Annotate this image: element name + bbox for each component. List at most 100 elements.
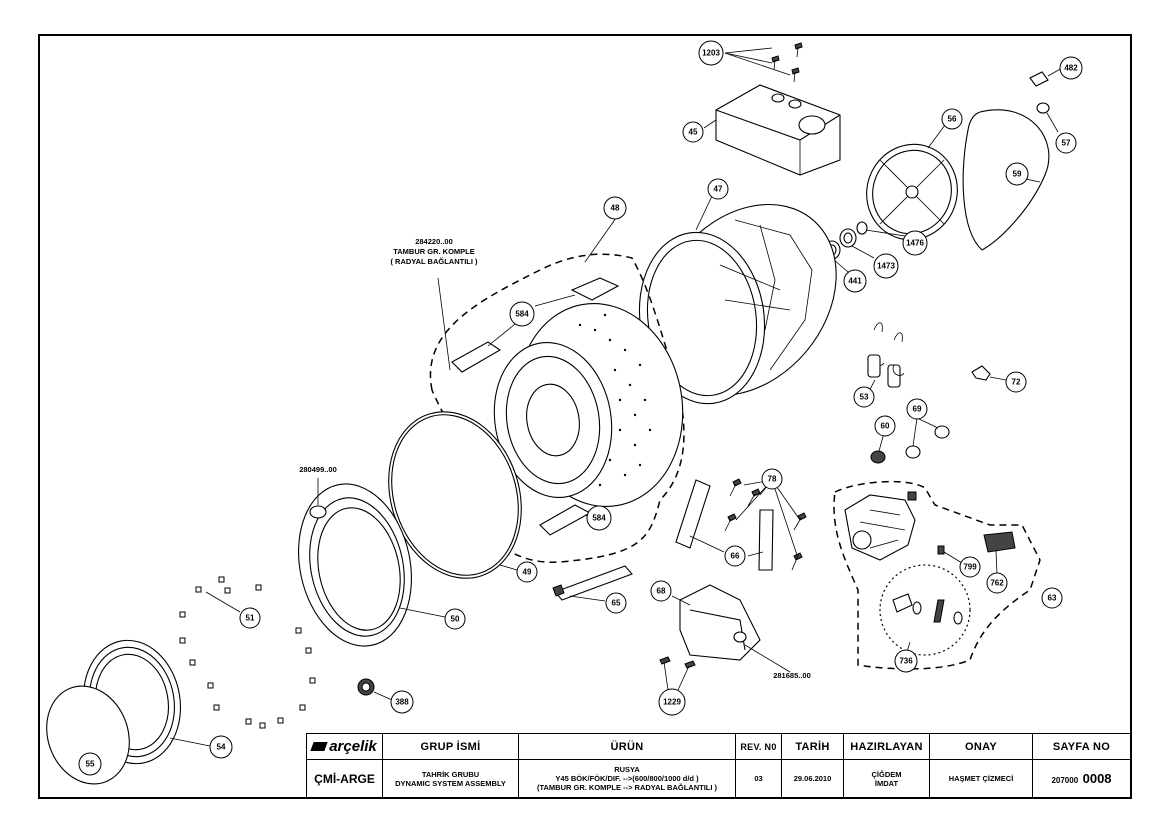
group-name-line-1: TAHRİK GRUBU	[421, 769, 480, 779]
callout-47: 47	[707, 178, 729, 200]
product-line-2: Y45 BÖK/FÖK/DIF. -->(600/800/1000 d/d )	[555, 774, 699, 783]
svg-text:63: 63	[1048, 594, 1057, 603]
svg-text:57: 57	[1062, 139, 1071, 148]
company-logo: arçelik	[306, 733, 383, 760]
callout-584-top: 584	[509, 301, 535, 327]
callout-60: 60	[874, 415, 896, 437]
drum-assembly-boundary	[429, 253, 685, 563]
prepared-by-line-2: İMDAT	[874, 778, 899, 788]
svg-text:1476: 1476	[906, 239, 924, 248]
svg-text:49: 49	[523, 568, 532, 577]
svg-text:47: 47	[714, 185, 723, 194]
part-clips	[179, 576, 316, 729]
part-connector-762	[983, 531, 1016, 576]
page-number-main: 0008	[1082, 770, 1112, 786]
part-counterweight	[703, 84, 841, 176]
rev-header: REV. N0	[735, 733, 782, 760]
callout-63: 63	[1041, 587, 1063, 609]
part-clip-72	[971, 365, 1007, 381]
product-line-3: (TAMBUR GR. KOMPLE --> RADYAL BAĞLANTILI…	[536, 783, 718, 792]
part-drum	[493, 302, 684, 508]
group-name-line-2: DYNAMIC SYSTEM ASSEMBLY	[395, 778, 506, 788]
svg-text:72: 72	[1012, 378, 1021, 387]
callout-584-bottom: 584	[586, 505, 612, 531]
part-dampers	[675, 479, 774, 571]
part-screws-1229	[659, 656, 696, 691]
callout-48: 48	[603, 196, 627, 220]
svg-text:45: 45	[689, 128, 698, 137]
part-screw-482	[1029, 67, 1063, 87]
product-line-1: RUSYA	[614, 765, 640, 774]
logo-mark-icon	[310, 741, 328, 751]
approval-header: ONAY	[929, 733, 1033, 760]
page-number-header: SAYFA NO	[1032, 733, 1131, 760]
svg-text:53: 53	[860, 393, 869, 402]
svg-text:584: 584	[515, 310, 529, 319]
date-value: 29.06.2010	[781, 759, 844, 798]
callout-54: 54	[209, 735, 233, 759]
svg-text:54: 54	[217, 743, 226, 752]
svg-text:1473: 1473	[877, 262, 895, 271]
callout-66: 66	[724, 545, 746, 567]
door-frame-code: 280499..00	[299, 465, 337, 474]
svg-text:51: 51	[246, 614, 255, 623]
part-brush-kit	[892, 593, 963, 656]
callout-799: 799	[959, 556, 981, 578]
callout-57: 57	[1055, 132, 1077, 154]
part-door-seal-ring	[388, 411, 522, 579]
part-bushes	[870, 417, 950, 464]
callout-49: 49	[516, 561, 538, 583]
callout-482: 482	[1059, 56, 1083, 80]
callout-55: 55	[78, 752, 102, 776]
callout-1203: 1203	[698, 40, 724, 66]
callout-59: 59	[1005, 162, 1029, 186]
drum-assembly-code: 284220..00	[415, 237, 453, 246]
callout-53: 53	[853, 386, 875, 408]
svg-text:65: 65	[612, 599, 621, 608]
callout-69: 69	[906, 398, 928, 420]
part-front-frame	[298, 478, 446, 647]
group-name-header: GRUP İSMİ	[382, 733, 519, 760]
callout-50: 50	[444, 608, 466, 630]
approval-value: HAŞMET ÇİZMECİ	[929, 759, 1033, 798]
part-screws	[724, 42, 803, 83]
drum-assembly-note: ( RADYAL BAĞLANTILI )	[390, 257, 478, 266]
drawing-border	[38, 34, 1132, 799]
svg-text:66: 66	[731, 552, 740, 561]
brush-kit-boundary	[879, 564, 971, 656]
svg-text:69: 69	[913, 405, 922, 414]
svg-text:584: 584	[592, 514, 606, 523]
part-heater-bracket	[552, 565, 633, 602]
callout-45: 45	[682, 121, 704, 143]
callout-736: 736	[894, 649, 918, 673]
callout-1476: 1476	[902, 230, 928, 256]
svg-text:736: 736	[899, 657, 913, 666]
svg-text:59: 59	[1013, 170, 1022, 179]
title-block: arçelik GRUP İSMİ ÜRÜN REV. N0 TARİH HAZ…	[306, 733, 1131, 798]
page-number-prefix: 207000	[1051, 775, 1079, 785]
svg-text:78: 78	[768, 475, 777, 484]
part-motor	[844, 491, 917, 561]
svg-text:388: 388	[395, 698, 409, 707]
department-name: ÇMİ-ARGE	[306, 759, 383, 798]
part-foot	[671, 584, 791, 673]
part-belt	[962, 109, 1050, 251]
part-screw-799	[937, 545, 963, 564]
callout-78: 78	[761, 468, 783, 490]
callout-762: 762	[986, 572, 1008, 594]
callout-72: 72	[1005, 371, 1027, 393]
part-tub	[638, 195, 837, 405]
callout-65: 65	[605, 592, 627, 614]
product-header: ÜRÜN	[518, 733, 736, 760]
svg-text:762: 762	[990, 579, 1004, 588]
prepared-by-value: ÇİĞDEM İMDAT	[843, 759, 930, 798]
prepared-by-header: HAZIRLAYAN	[843, 733, 930, 760]
group-name-value: TAHRİK GRUBU DYNAMIC SYSTEM ASSEMBLY	[382, 759, 519, 798]
rev-value: 03	[735, 759, 782, 798]
part-pulley	[866, 124, 958, 241]
part-springs	[867, 322, 905, 394]
drum-assembly-name: TAMBUR GR. KOMPLE	[393, 247, 475, 256]
callout-56: 56	[941, 108, 963, 130]
motor-assembly-boundary	[833, 480, 1041, 670]
